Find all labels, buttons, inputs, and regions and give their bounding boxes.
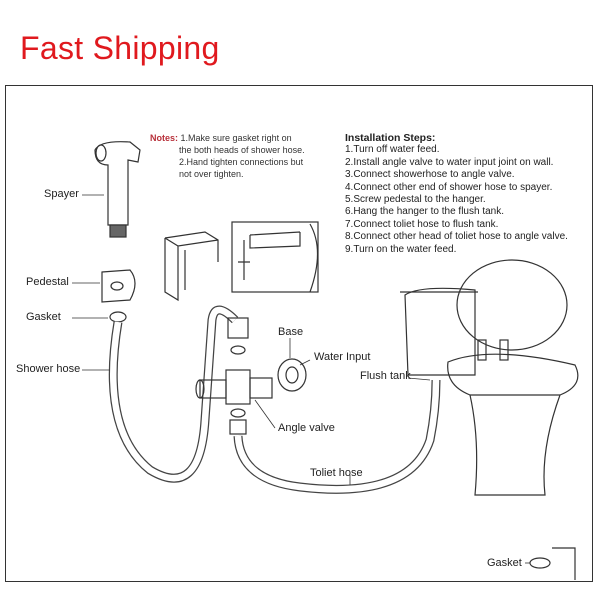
toilet-drawing — [400, 259, 579, 496]
note-line: not over tighten. — [179, 169, 244, 179]
notes-block: Notes: 1.Make sure gasket right on the b… — [150, 132, 305, 180]
label-angle-valve: Angle valve — [278, 422, 335, 434]
note-line: 1.Make sure gasket right on — [180, 133, 292, 143]
label-sprayer: Spayer — [44, 188, 79, 200]
step-item: 4.Connect other end of shower hose to sp… — [345, 181, 553, 193]
sprayer-drawing — [94, 141, 141, 238]
pedestal-drawing — [101, 269, 136, 303]
label-gasket-bottom: Gasket — [487, 557, 522, 569]
fast-shipping-banner: Fast Shipping — [20, 30, 220, 66]
step-item: 3.Connect showerhose to angle valve. — [345, 169, 515, 181]
label-gasket: Gasket — [26, 311, 61, 323]
diagram-frame — [5, 85, 593, 582]
label-flush-tank: Flush tank — [360, 370, 411, 382]
angle-valve-drawing — [195, 317, 273, 435]
installation-steps: Installation Steps: 1.Turn off water fee… — [345, 132, 568, 256]
leader-lines — [72, 194, 530, 564]
base-drawing — [277, 358, 307, 392]
gasket-top-drawing — [109, 311, 127, 323]
step-item: 8.Connect other head of toliet hose to a… — [345, 231, 568, 243]
notes-label: Notes: — [150, 133, 179, 143]
step-item: 7.Connect toliet hose to flush tank. — [345, 218, 499, 230]
step-item: 2.Install angle valve to water input joi… — [345, 156, 554, 168]
label-water-input: Water Input — [314, 351, 371, 363]
label-toilet-hose: Toliet hose — [310, 467, 363, 479]
gasket-bottom-drawing — [529, 547, 576, 580]
inset-box — [231, 221, 319, 293]
step-item: 6.Hang the hanger to the flush tank. — [345, 206, 504, 218]
note-line: the both heads of shower hose. — [179, 145, 305, 155]
note-line: 2.Hand tighten connections but — [179, 157, 304, 167]
label-pedestal: Pedestal — [26, 276, 69, 288]
step-item: 9.Turn on the water feed. — [345, 243, 457, 255]
steps-title: Installation Steps: — [345, 132, 436, 144]
step-item: 5.Screw pedestal to the hanger. — [345, 194, 486, 206]
label-base: Base — [278, 326, 304, 338]
step-item: 1.Turn off water feed. — [345, 144, 440, 156]
label-shower-hose: Shower hose — [16, 363, 81, 375]
hanger-drawing — [164, 231, 219, 302]
